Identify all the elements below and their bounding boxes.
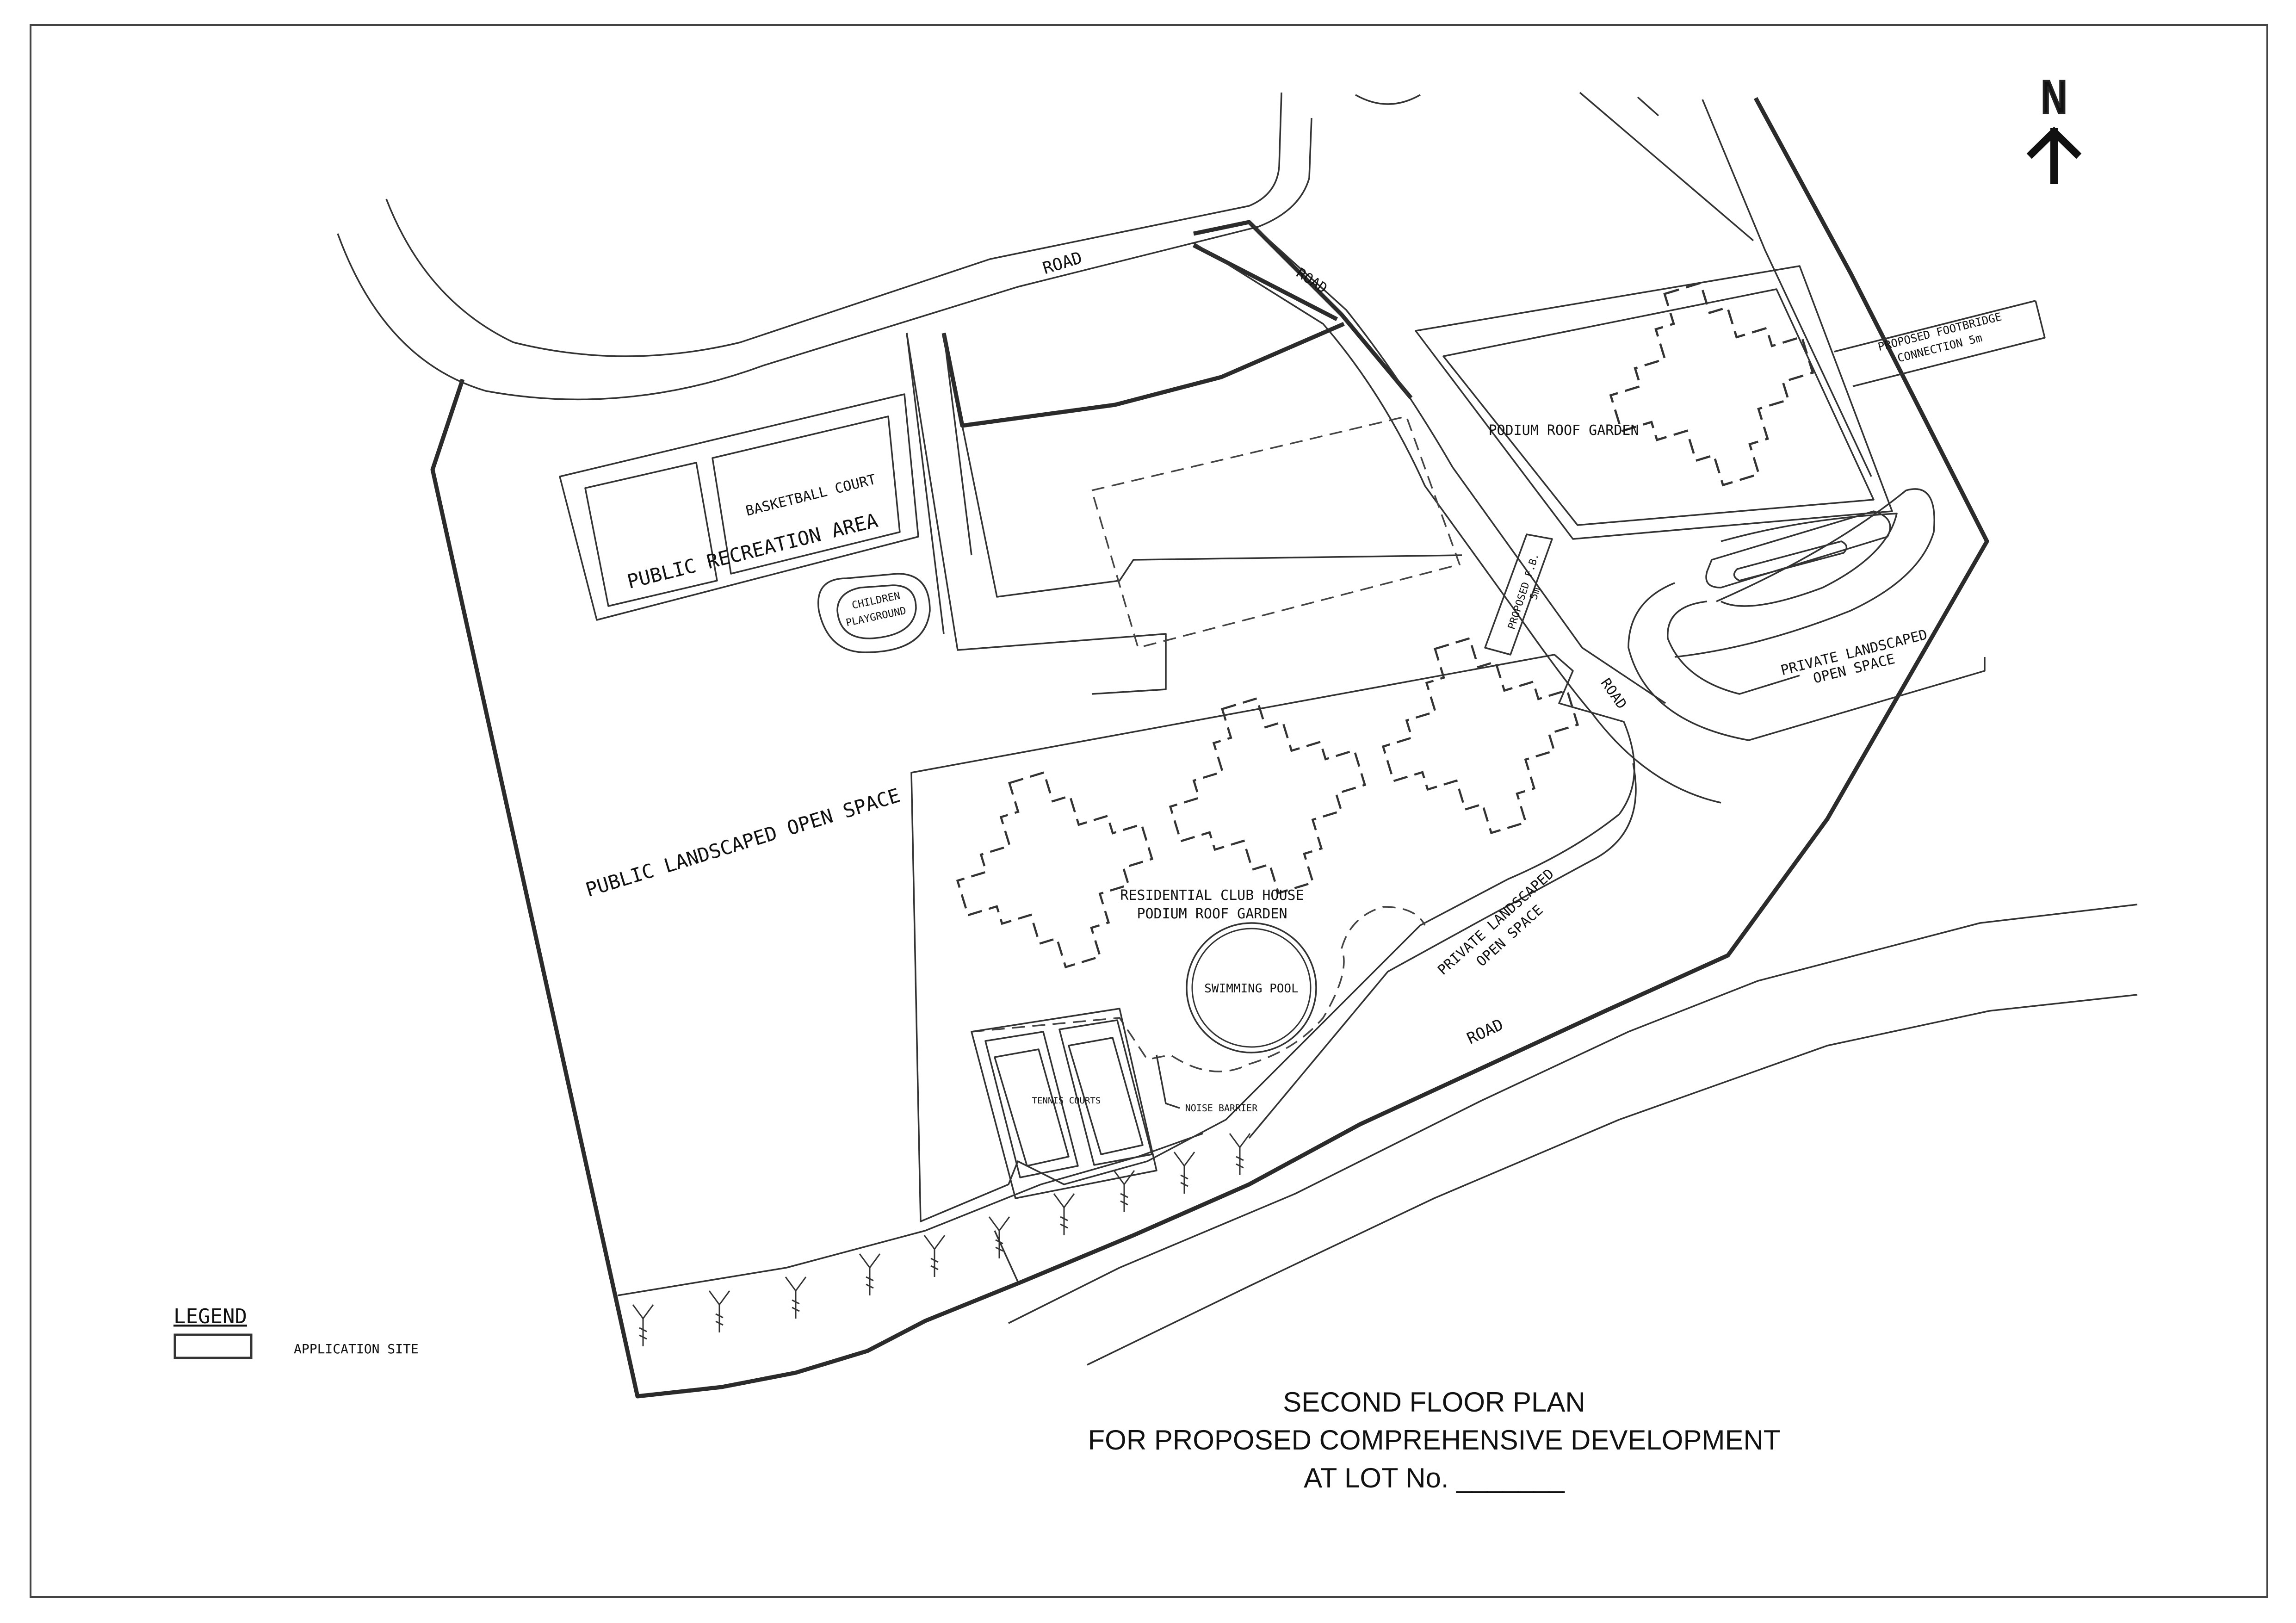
tree-icon (1229, 1133, 1251, 1176)
tennis-courts-label: TENNIS COURTS (1032, 1096, 1101, 1106)
legend-application-site-label: APPLICATION SITE (294, 1341, 419, 1357)
north-arrow-icon (2026, 126, 2082, 184)
public-recreation-area-label: PUBLIC RECREATION AREA (625, 509, 880, 593)
northeast-podium-inner (1442, 288, 1875, 526)
swimming-pool-outer (1186, 922, 1317, 1053)
private-landscaped-south-label-1: PRIVATE LANDSCAPED (1435, 866, 1557, 979)
road-label-south: ROAD (1464, 1016, 1506, 1048)
dashed-building-footprint (1090, 415, 1461, 649)
clubhouse-label-2: PODIUM ROOF GARDEN (1137, 906, 1287, 922)
road-east-inner (1702, 99, 1872, 477)
proposed-fb-5m (1484, 533, 1553, 656)
private-landscaped-track-outer (1628, 488, 1986, 741)
road-diagonal-edges (1193, 221, 1721, 804)
private-landscaped-track-inner (1667, 513, 1898, 695)
road-label-link: ROAD (1293, 265, 1330, 297)
public-landscaped-open-space-label: PUBLIC LANDSCAPED OPEN SPACE (583, 784, 903, 901)
residential-podium-outline (910, 654, 1635, 1222)
legend-application-site-swatch (173, 1333, 253, 1359)
road-north-right-edge (1579, 92, 1754, 242)
tree-icon (632, 1304, 654, 1347)
tennis-court-1 (984, 1031, 1079, 1178)
drawing-title-line-3: AT LOT No. _______ (1304, 1462, 1565, 1493)
drawing-title-line-1: SECOND FLOOR PLAN (1283, 1387, 1585, 1418)
drawing-title-line-2: FOR PROPOSED COMPREHENSIVE DEVELOPMENT (1088, 1425, 1781, 1456)
garden-dashed-path (971, 906, 1426, 1072)
noise-barrier-leader (1156, 1054, 1180, 1109)
tree-icon (785, 1276, 807, 1319)
residential-podium-south-edge (1248, 763, 1637, 1139)
noise-barrier-label: NOISE BARRIER (1185, 1103, 1258, 1114)
podium-roof-garden-label: PODIUM ROOF GARDEN (1488, 422, 1639, 439)
drawing-title-block: SECOND FLOOR PLAN FOR PROPOSED COMPREHEN… (995, 1383, 1874, 1497)
tree-icon (988, 1216, 1010, 1259)
tower-footprint-1 (934, 750, 1175, 990)
southern-buffer-strip (617, 1133, 1203, 1296)
north-label: N (2041, 72, 2067, 124)
road-north-edge-outer (337, 118, 1312, 401)
tree-icon (859, 1253, 881, 1296)
existing-building-outline (941, 322, 1345, 428)
tennis-court-area (971, 1008, 1157, 1199)
basketball-court-label: BASKETBALL COURT (744, 471, 878, 520)
children-playground-outline (817, 573, 931, 653)
road-label-north: ROAD (1040, 248, 1084, 279)
tree-icon (708, 1290, 730, 1333)
existing-lot-inner (961, 425, 1462, 598)
road-south-edge-upper (1008, 904, 2138, 1324)
road-label-mid: ROAD (1597, 675, 1630, 712)
private-landscaped-loop (1705, 510, 1891, 588)
recreation-court-left (584, 462, 718, 607)
application-site-boundary (430, 97, 1989, 1399)
tree-icon (923, 1234, 946, 1278)
public-recreation-area-outline (559, 393, 919, 621)
road-north-stub (1355, 94, 1421, 105)
tennis-court-2 (1058, 1019, 1153, 1166)
legend-title: LEGEND (173, 1305, 247, 1328)
basketball-court-outline (712, 415, 901, 575)
tower-footprint-2 (1147, 675, 1387, 916)
recreation-lane (906, 333, 972, 634)
tree-icon (1173, 1151, 1195, 1195)
road-east-boundary (1754, 97, 1989, 543)
swimming-pool-label: SWIMMING POOL (1204, 982, 1299, 996)
swimming-pool-inner (1191, 928, 1312, 1048)
existing-lot-outline (906, 333, 1167, 695)
road-north-edge-inner (385, 92, 1282, 357)
road-south-edge-lower (1087, 994, 2138, 1366)
clubhouse-label-1: RESIDENTIAL CLUB HOUSE (1120, 887, 1304, 904)
proposed-footbridge-east (1834, 300, 2046, 387)
northeast-podium-outline (1415, 265, 1893, 540)
tree-icon (1053, 1193, 1075, 1236)
tower-footprint-northeast (1587, 259, 1836, 508)
drawing-border (30, 24, 2268, 1598)
tower-footprint-3 (1360, 615, 1600, 855)
